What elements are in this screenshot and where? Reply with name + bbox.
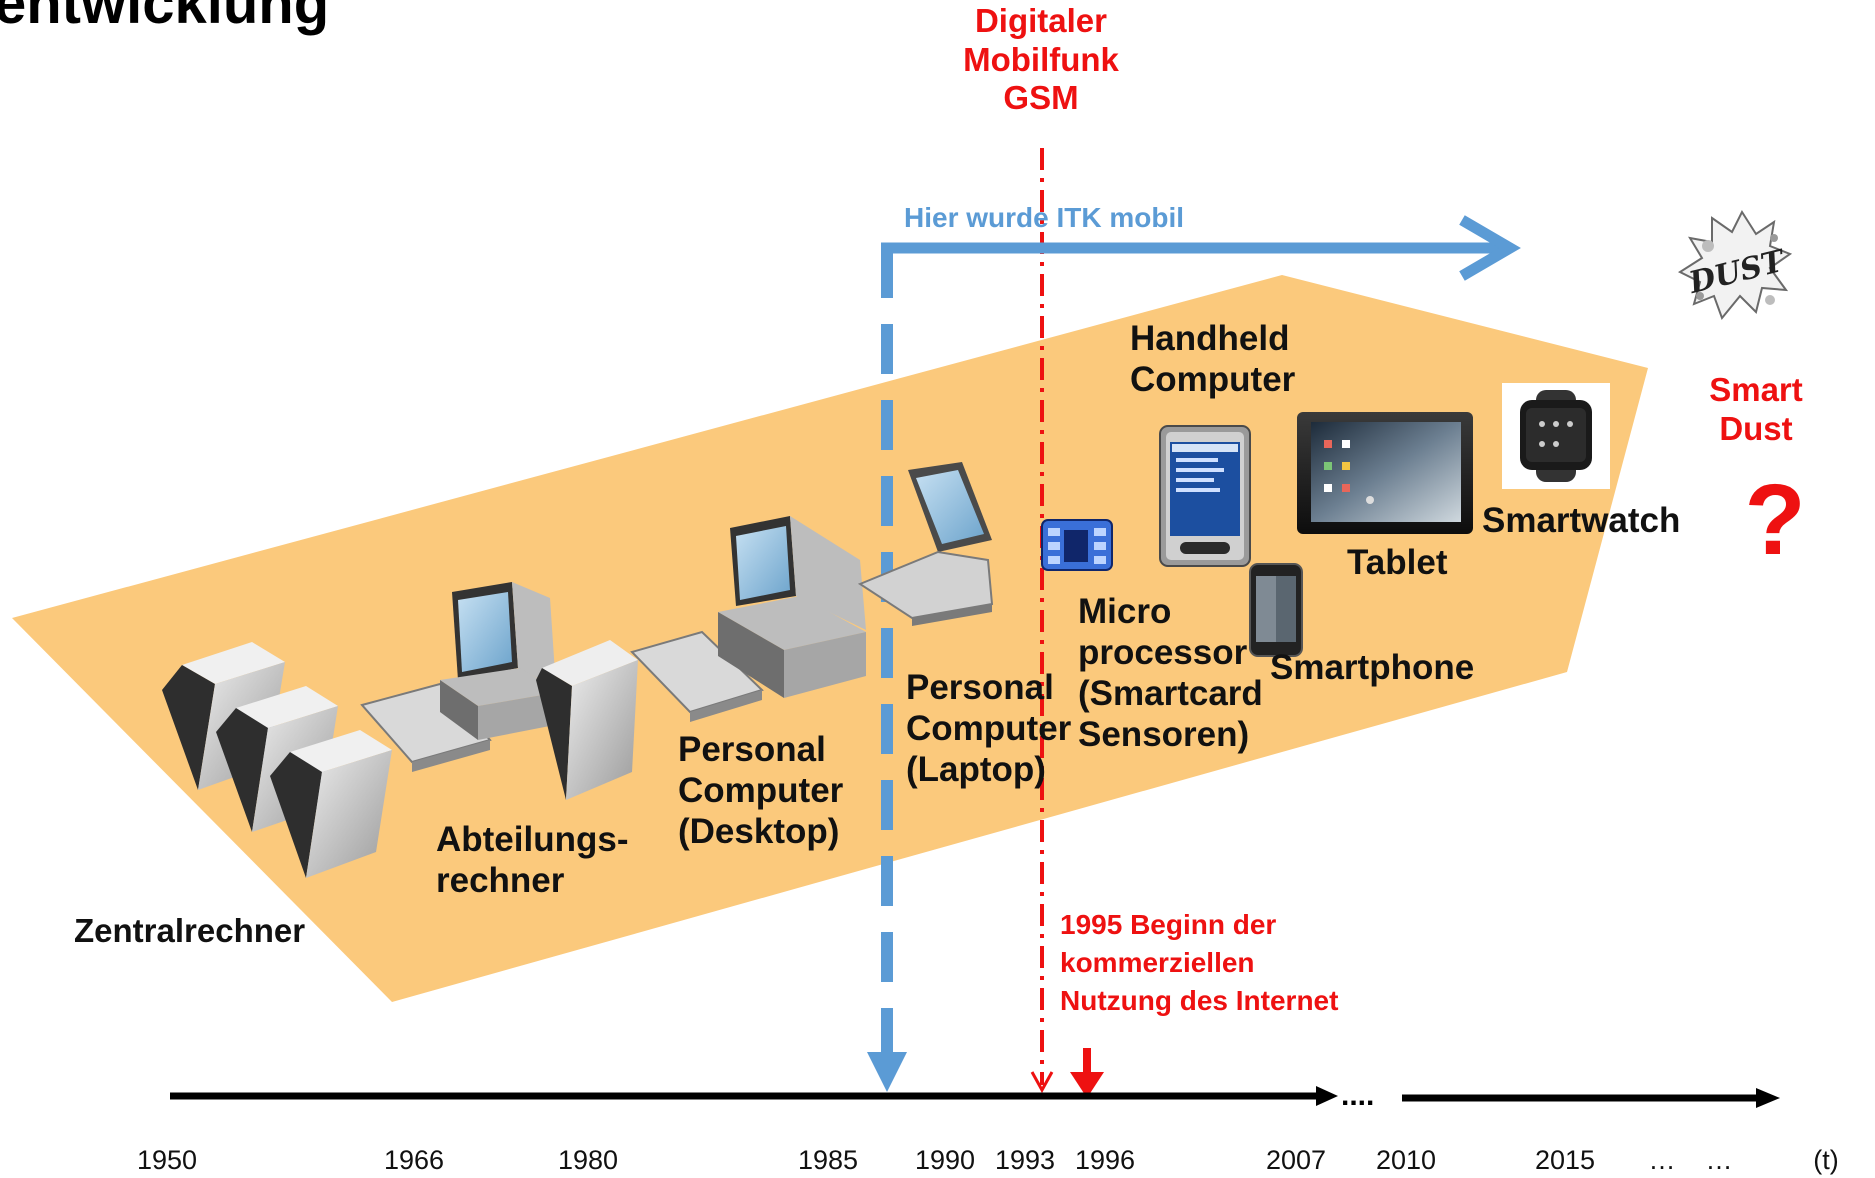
label-microprocessor-line-4: Sensoren) [1078, 714, 1250, 754]
mobile-arrow-label: Hier wurde ITK mobil [904, 202, 1185, 233]
year-label: 1980 [557, 1145, 619, 1175]
year-label: 1966 [383, 1145, 445, 1175]
label-handheld-line-1: Handheld [1130, 319, 1290, 358]
year-label: 2015 [1534, 1145, 1596, 1175]
label-abteilungsrechner-line-1: Abteilungs- [436, 820, 629, 859]
internet-arrowhead [1070, 1072, 1104, 1098]
gsm-line-2: Mobilfunk [963, 40, 1119, 78]
year-label: 1993 [994, 1145, 1056, 1175]
year-label: 1996 [1074, 1145, 1136, 1175]
department-computer-icon [360, 582, 638, 800]
year-label: 2007 [1265, 1145, 1327, 1175]
mainframe-icon [162, 642, 392, 878]
label-smartphone: Smartphone [1270, 648, 1475, 687]
page-title-fragment: entwicklung [0, 0, 330, 36]
gsm-line-3: GSM [1003, 79, 1079, 117]
label-zentralrechner: Zentralrechner [74, 912, 306, 949]
label-desktop: Personal Computer (Desktop) [678, 730, 843, 853]
label-microprocessor: Micro processor (Smartcard Sensoren) [1078, 592, 1263, 756]
label-laptop-line-3: (Laptop) [906, 749, 1046, 789]
label-microprocessor-line-2: processor [1078, 632, 1248, 672]
smartwatch-icon [1502, 383, 1610, 489]
label-smart-dust-line-1: Smart [1709, 371, 1803, 408]
gsm-line-1: Digitaler [974, 2, 1108, 39]
laptop-icon [857, 462, 994, 626]
internet-note-line-3: Nutzung des Internet [1060, 984, 1339, 1016]
smartcard-chip-icon [1041, 519, 1113, 571]
label-desktop-line-1: Personal [678, 730, 826, 769]
label-handheld: Handheld Computer [1130, 319, 1295, 401]
label-laptop-line-1: Personal [906, 668, 1054, 707]
label-microprocessor-line-1: Micro [1078, 592, 1172, 631]
label-microprocessor-line-3: (Smartcard [1078, 673, 1263, 713]
label-tablet: Tablet [1347, 543, 1448, 582]
question-mark: ? [1744, 464, 1806, 576]
year-label: (t) [1813, 1145, 1839, 1175]
timeline-ellipsis: .... [1341, 1079, 1375, 1112]
gsm-label: Digitaler Mobilfunk GSM [963, 2, 1119, 118]
timeline-arrowhead-1 [1316, 1086, 1338, 1106]
label-smart-dust-line-2: Dust [1719, 409, 1793, 447]
label-abteilungsrechner: Abteilungs- rechner [436, 820, 628, 902]
label-laptop-line-2: Computer [906, 708, 1072, 748]
year-label: … [1705, 1145, 1733, 1175]
year-label: 1985 [797, 1145, 859, 1175]
desktop-computer-icon [630, 516, 866, 722]
internet-note: 1995 Beginn der kommerziellen Nutzung de… [1060, 906, 1338, 1019]
label-desktop-line-3: (Desktop) [678, 811, 840, 851]
mobile-marker-arrowhead [867, 1052, 907, 1092]
handheld-computer-icon [1159, 425, 1251, 567]
label-desktop-line-2: Computer [678, 770, 844, 810]
tablet-icon [1297, 412, 1473, 534]
gsm-arrowhead [1030, 1071, 1054, 1094]
internet-note-line-2: kommerziellen [1060, 946, 1255, 978]
smart-dust-icon: DUST [1677, 209, 1793, 320]
mobile-arrow-head [1459, 215, 1521, 281]
smartphone-icon [1249, 563, 1303, 657]
year-label: 1990 [914, 1145, 976, 1175]
label-smartwatch: Smartwatch [1482, 501, 1681, 540]
label-abteilungsrechner-line-2: rechner [436, 860, 565, 900]
year-label: 1950 [136, 1145, 198, 1175]
label-handheld-line-2: Computer [1130, 359, 1296, 399]
year-label: 2010 [1375, 1145, 1437, 1175]
label-laptop: Personal Computer (Laptop) [906, 668, 1071, 791]
internet-note-line-1: 1995 Beginn der [1060, 909, 1277, 940]
timeline-arrowhead-2 [1756, 1088, 1780, 1108]
label-smart-dust: Smart Dust [1709, 371, 1803, 448]
year-label: … [1648, 1145, 1676, 1175]
